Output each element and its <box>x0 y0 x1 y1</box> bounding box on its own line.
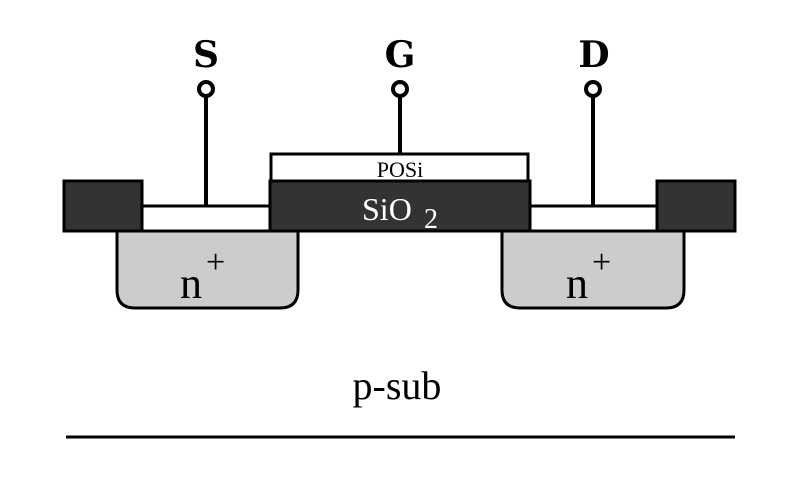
source-n-plus-region <box>115 229 300 310</box>
gate-oxide-sio2 <box>268 179 532 233</box>
left-field-oxide <box>62 179 144 233</box>
source-label: S <box>193 34 219 76</box>
drain-terminal-node <box>584 80 602 98</box>
gate-label: G <box>385 34 416 76</box>
substrate-label: p-sub <box>353 363 442 408</box>
source-terminal-node <box>197 80 215 98</box>
right-field-oxide <box>655 179 737 233</box>
source-diffusion-label: n <box>180 259 202 308</box>
gate-terminal-node <box>391 80 409 98</box>
gate-material-label: POSi <box>377 157 423 182</box>
drain-n-plus-region <box>500 229 686 310</box>
drain-diffusion-superscript: + <box>592 244 611 281</box>
source-diffusion-superscript: + <box>206 244 225 281</box>
oxide-label: SiO <box>362 191 412 227</box>
drain-label: D <box>578 34 609 76</box>
oxide-subscript: 2 <box>424 204 438 235</box>
drain-diffusion-label: n <box>566 259 588 308</box>
source-contact <box>140 204 272 233</box>
drain-contact <box>528 204 659 233</box>
